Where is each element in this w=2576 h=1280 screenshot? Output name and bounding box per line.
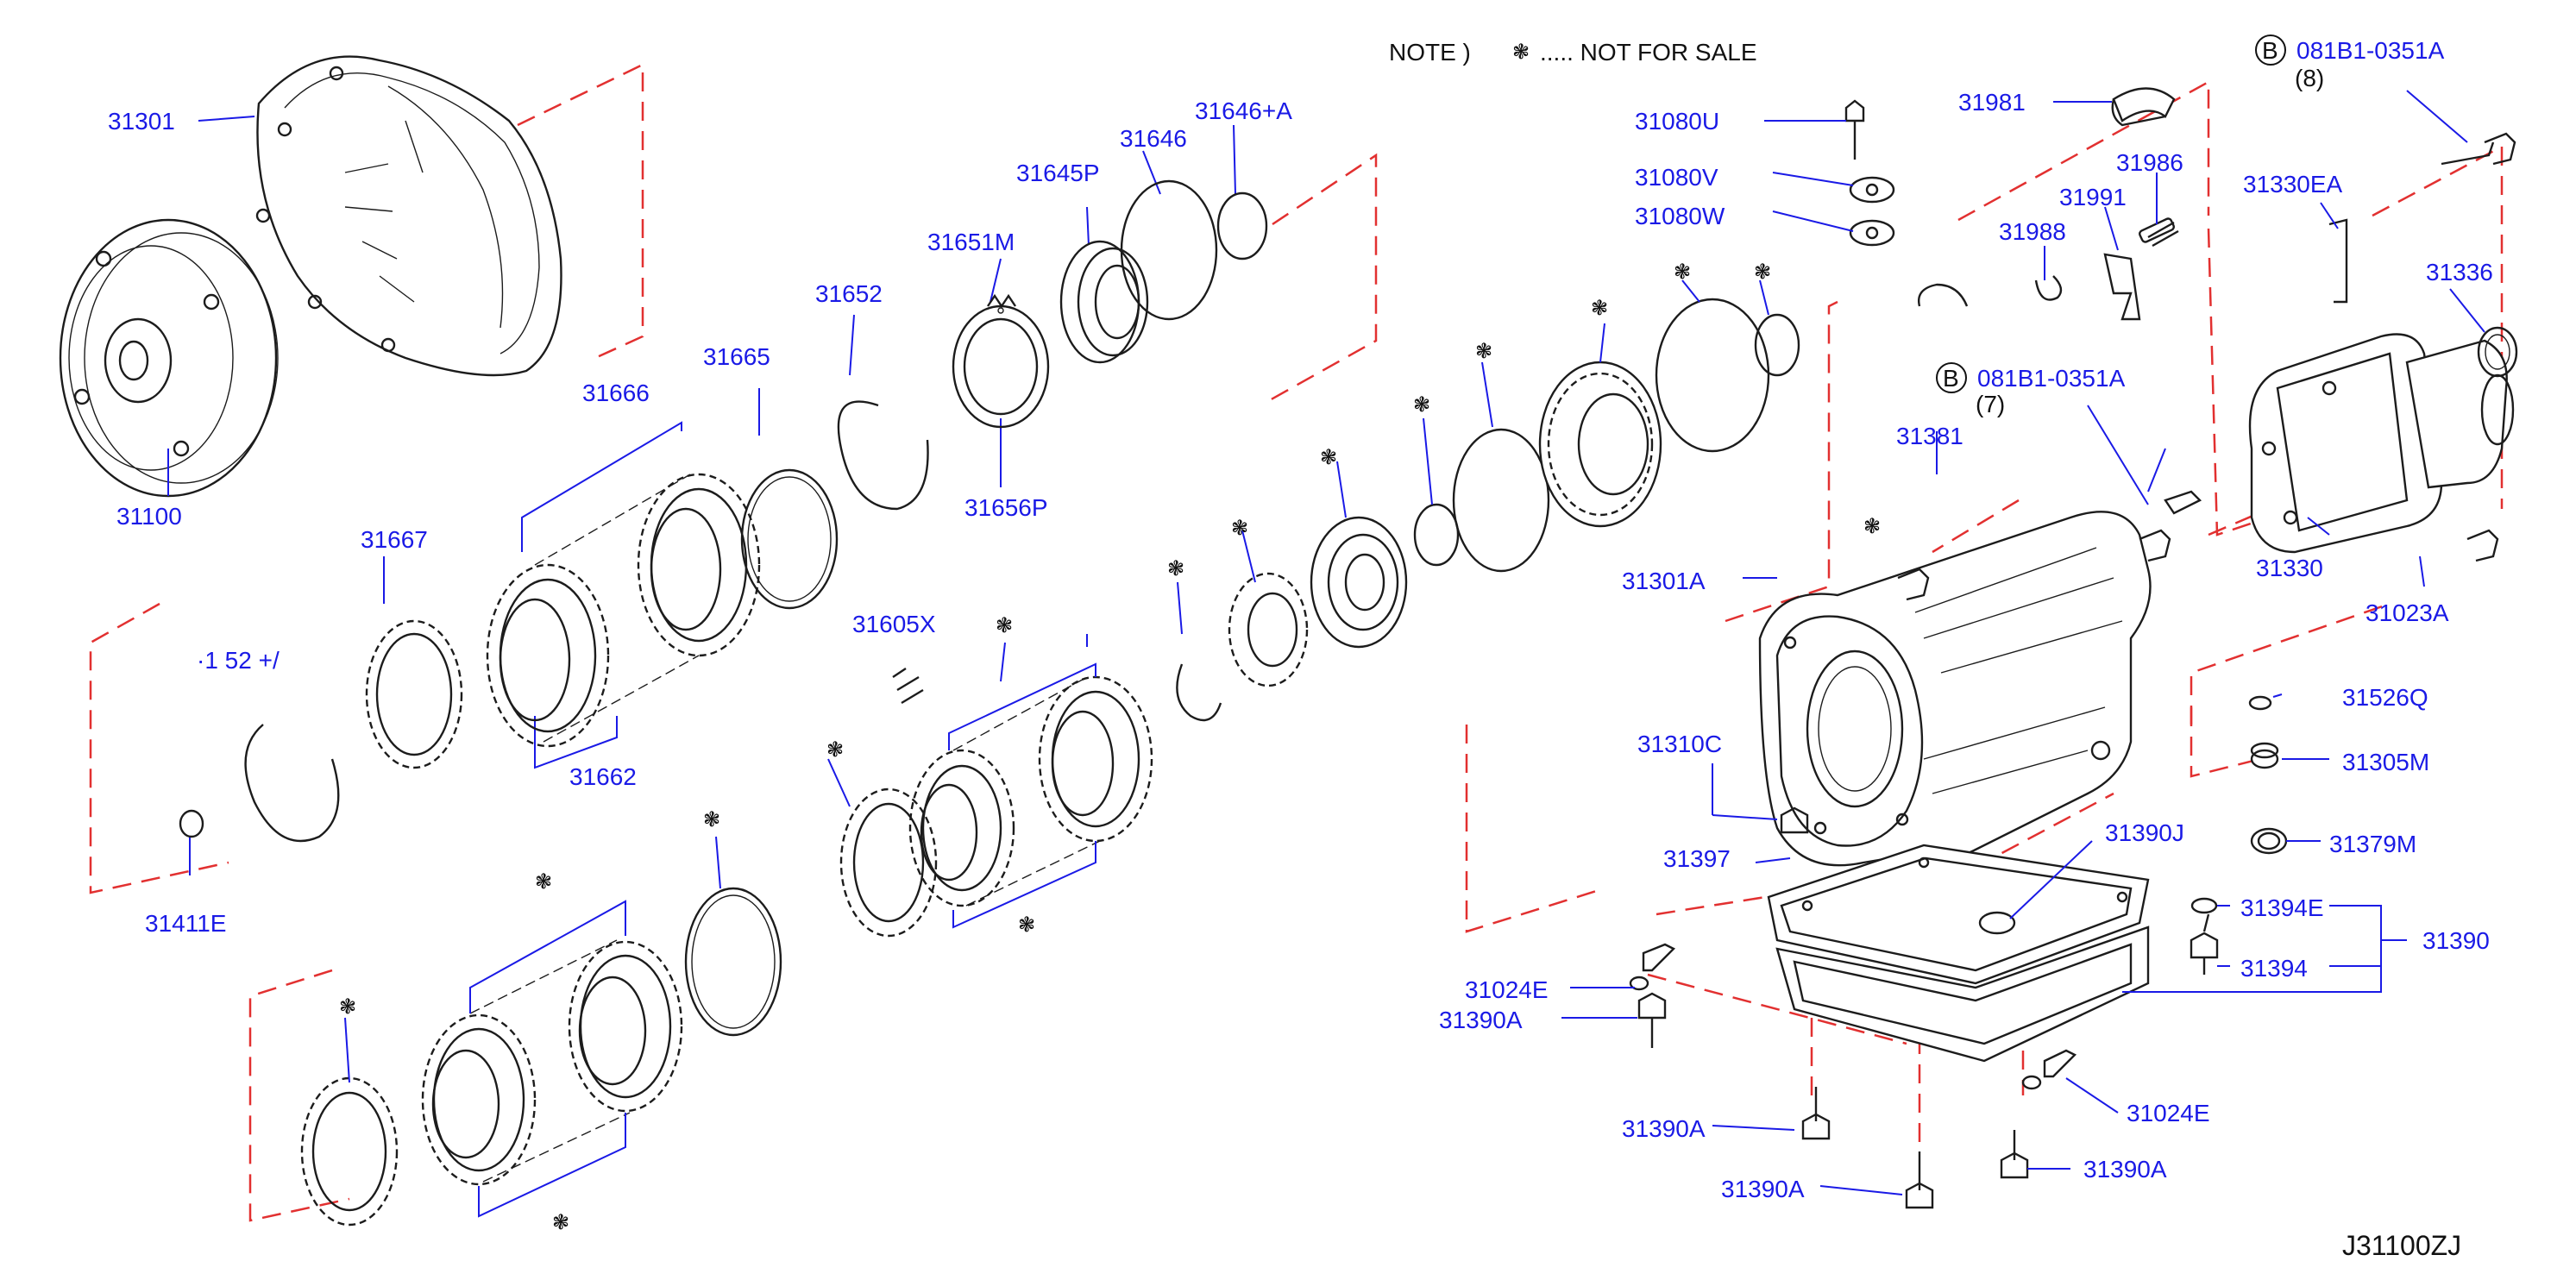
label-31991[interactable]: 31991 xyxy=(2059,184,2127,210)
label-31301A[interactable]: 31301A xyxy=(1622,568,1706,594)
label-31645P[interactable]: 31645P xyxy=(1016,160,1100,186)
svg-text:❃: ❃ xyxy=(1231,516,1248,540)
svg-text:❃: ❃ xyxy=(1863,514,1881,538)
rear-extension xyxy=(2248,326,2518,554)
label-31305M[interactable]: 31305M xyxy=(2342,749,2429,775)
label-31379M[interactable]: 31379M xyxy=(2329,831,2416,857)
label-31652-partial[interactable]: ·1 52 +/ xyxy=(197,647,280,674)
label-31667[interactable]: 31667 xyxy=(361,526,428,553)
oring-31411E xyxy=(179,809,204,838)
svg-text:❃: ❃ xyxy=(1413,392,1430,417)
bolt-ref-qty: (7) xyxy=(1976,391,2005,417)
label-31390A-bottom[interactable]: 31390A xyxy=(1721,1176,1805,1202)
label-31310C[interactable]: 31310C xyxy=(1637,731,1722,757)
label-31394[interactable]: 31394 xyxy=(2240,955,2308,982)
leader-lines-right xyxy=(1561,90,2485,1195)
label-31651M[interactable]: 31651M xyxy=(927,229,1015,255)
svg-text:❃: ❃ xyxy=(1167,556,1184,580)
oil-pan xyxy=(1767,844,2150,1063)
bolt-ref-part: 081B1-0351A xyxy=(2296,37,2445,64)
label-31397[interactable]: 31397 xyxy=(1663,845,1731,872)
bolt-ref-upper: B 081B1-0351A (8) xyxy=(2255,35,2445,91)
label-31301[interactable]: 31301 xyxy=(108,108,175,135)
label-31024E-right[interactable]: 31024E xyxy=(2127,1100,2210,1126)
note-text: ..... NOT FOR SALE xyxy=(1540,39,1757,66)
label-31390[interactable]: 31390 xyxy=(2422,927,2490,954)
lower-clutch-pack xyxy=(300,279,1769,1227)
bolt-ref-qty: (8) xyxy=(2295,65,2324,91)
label-31024E-left[interactable]: 31024E xyxy=(1465,976,1549,1003)
label-31100[interactable]: 31100 xyxy=(116,503,182,530)
plate-31667 xyxy=(365,619,463,769)
bolt-ref-badge: B xyxy=(1943,365,1959,392)
label-31390A-right[interactable]: 31390A xyxy=(2083,1156,2167,1183)
svg-text:❃: ❃ xyxy=(826,737,844,762)
svg-text:❃: ❃ xyxy=(1018,913,1035,937)
label-31652[interactable]: 31652 xyxy=(815,280,883,307)
not-for-sale-markers: ❃ ❃ ❃ ❃ ❃ ❃ ❃ ❃ ❃ ❃ ❃ ❃ ❃ ❃ ❃ ❃ xyxy=(339,260,1881,1234)
label-31390J[interactable]: 31390J xyxy=(2105,819,2184,846)
label-31336[interactable]: 31336 xyxy=(2426,259,2493,285)
label-31665[interactable]: 31665 xyxy=(703,343,770,370)
clutch-pack-upper xyxy=(486,293,1050,748)
bolt-ref-badge: B xyxy=(2262,37,2278,64)
label-31646A[interactable]: 31646+A xyxy=(1195,97,1292,124)
label-31411E[interactable]: 31411E xyxy=(145,910,226,937)
b-badge-icon xyxy=(2255,35,2286,66)
label-31656P[interactable]: 31656P xyxy=(964,494,1048,521)
piston-31645P xyxy=(1059,240,1149,364)
label-31330[interactable]: 31330 xyxy=(2256,555,2323,581)
label-31080V[interactable]: 31080V xyxy=(1635,164,1718,191)
label-31390A-bottom-left[interactable]: 31390A xyxy=(1622,1115,1706,1142)
spring-31651M xyxy=(987,293,1016,309)
b-badge-icon xyxy=(1936,362,1967,393)
transmission-case xyxy=(1758,511,2152,867)
note-block: NOTE ) ❃ ..... NOT FOR SALE xyxy=(1389,39,1757,66)
label-31080W[interactable]: 31080W xyxy=(1635,203,1725,229)
note-prefix: NOTE ) xyxy=(1389,39,1471,66)
seal-31646A xyxy=(1216,191,1268,260)
middle-clutch xyxy=(839,298,1800,938)
diagram-code: J31100ZJ xyxy=(2342,1230,2461,1261)
converter-housing xyxy=(255,55,562,377)
leader-lines-left xyxy=(167,116,1236,875)
svg-text:❃: ❃ xyxy=(339,995,356,1019)
svg-text:❃: ❃ xyxy=(1754,260,1771,284)
torque-converter xyxy=(59,218,279,498)
label-31666[interactable]: 31666 xyxy=(582,380,650,406)
label-31662[interactable]: 31662 xyxy=(569,763,637,790)
label-31986[interactable]: 31986 xyxy=(2116,149,2183,176)
bolt-ref-middle: B 081B1-0351A (7) xyxy=(1936,362,2126,417)
label-31023A[interactable]: 31023A xyxy=(2366,599,2449,626)
label-31381[interactable]: 31381 xyxy=(1896,423,1963,449)
svg-text:❃: ❃ xyxy=(552,1210,569,1234)
svg-text:❃: ❃ xyxy=(1591,296,1608,320)
svg-text:❃: ❃ xyxy=(535,869,552,894)
part-labels: 31301 31100 31666 31665 31652 31651M 316… xyxy=(108,89,2493,1202)
not-for-sale-symbol: ❃ xyxy=(1512,40,1530,64)
seal-31646 xyxy=(1120,179,1218,321)
bolt-ref-part: 081B1-0351A xyxy=(1977,365,2126,392)
svg-text:❃: ❃ xyxy=(703,807,720,831)
snap-ring-left xyxy=(244,724,340,843)
label-31330EA[interactable]: 31330EA xyxy=(2243,171,2343,198)
svg-text:❃: ❃ xyxy=(1320,445,1337,469)
label-31981[interactable]: 31981 xyxy=(1958,89,2026,116)
label-31605X[interactable]: 31605X xyxy=(852,611,936,637)
label-31080U[interactable]: 31080U xyxy=(1635,108,1719,135)
svg-text:❃: ❃ xyxy=(1674,260,1691,284)
small-parts-right xyxy=(1629,87,2516,1209)
label-31988[interactable]: 31988 xyxy=(1999,218,2066,245)
label-31646[interactable]: 31646 xyxy=(1120,125,1187,152)
svg-text:❃: ❃ xyxy=(1475,339,1492,363)
svg-text:❃: ❃ xyxy=(996,613,1013,637)
label-31526Q[interactable]: 31526Q xyxy=(2342,684,2428,711)
label-31390A-left[interactable]: 31390A xyxy=(1439,1007,1523,1033)
label-31394E[interactable]: 31394E xyxy=(2240,894,2324,921)
